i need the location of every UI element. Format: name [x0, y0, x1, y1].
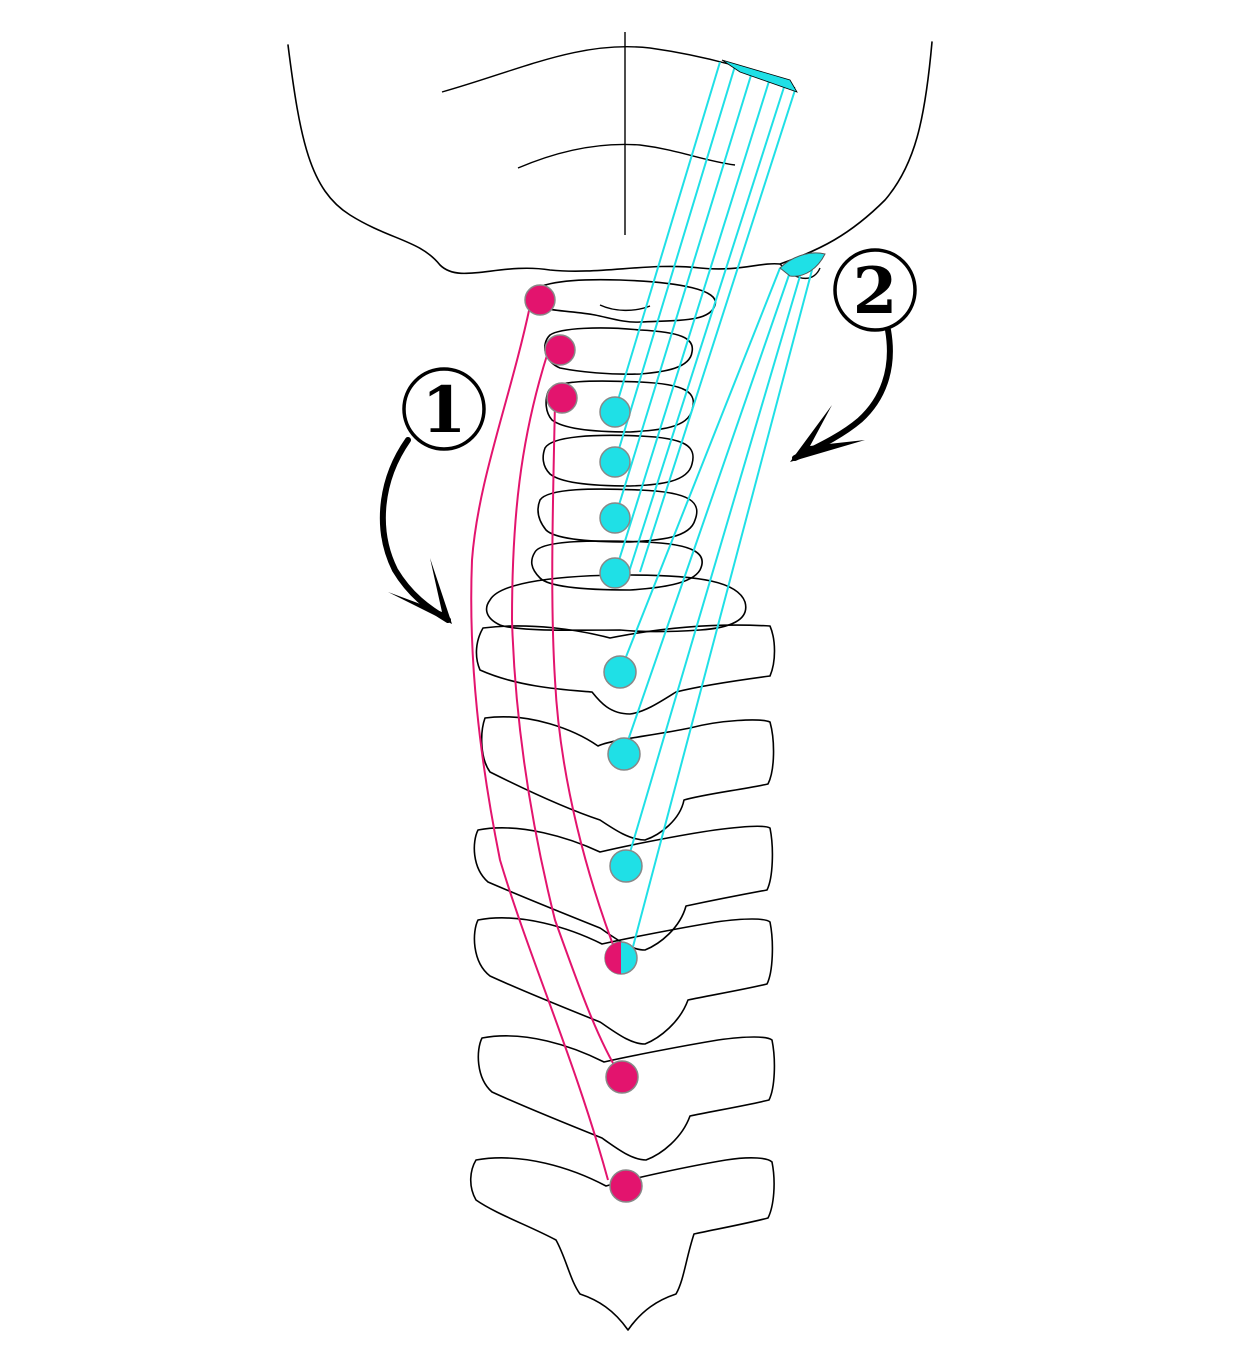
muscle-2-fiber — [625, 275, 801, 867]
muscle-1-fiber — [510, 351, 621, 1076]
muscle-2-attachment — [607, 737, 641, 771]
callout-1: 1 — [379, 367, 486, 624]
vertebra-c3 — [545, 380, 695, 433]
vertebra-c4 — [542, 434, 694, 487]
callout-1-circle — [402, 367, 486, 451]
muscle-1-fiber — [470, 305, 609, 1181]
muscle-2-fibers — [614, 59, 826, 959]
muscle-2-fiber — [614, 65, 736, 463]
arrowhead — [790, 405, 865, 462]
vertebra-c6 — [530, 540, 703, 591]
vertebra-t2 — [480, 716, 775, 841]
skull-outline — [287, 41, 933, 275]
muscle-2-insertions — [599, 396, 643, 883]
muscle-1-attachment — [524, 284, 556, 316]
muscle-2-fiber — [614, 71, 753, 519]
muscle-1-attachment — [544, 334, 576, 366]
muscle-2-fiber — [627, 83, 786, 576]
shared-attachment-muscle-1-half — [605, 942, 621, 974]
muscle-2-attachment — [599, 446, 631, 478]
muscle-2-attachment — [599, 557, 631, 589]
muscle-2-fiber — [614, 61, 721, 411]
muscle-1-attachment — [605, 1060, 639, 1094]
nuchal-line-lower — [517, 143, 736, 169]
muscle-2-fiber — [619, 267, 781, 673]
muscle-2-fiber — [614, 77, 771, 574]
muscle-1-attachment — [609, 1169, 643, 1203]
vertebra-t3 — [473, 825, 774, 951]
arrowhead — [388, 558, 452, 624]
muscle-2-fiber — [623, 271, 791, 753]
thoracic-spine — [469, 624, 776, 1331]
muscle-2-fiber — [639, 89, 796, 573]
vertebra-t4 — [473, 917, 774, 1045]
muscle-2-fiber — [629, 269, 813, 959]
callout-2-circle — [833, 248, 917, 332]
muscle-1-attachments — [524, 284, 643, 1203]
callout-2-label: 2 — [853, 254, 898, 329]
c1-spine-notch — [599, 304, 651, 312]
skull — [287, 32, 933, 280]
vertebra-c5 — [537, 488, 698, 543]
muscle-1-fibers — [470, 305, 621, 1181]
muscle-1-fiber — [551, 401, 619, 959]
callout-2: 2 — [790, 248, 917, 462]
curved-arrow-icon — [379, 437, 451, 623]
vertebra-t5 — [477, 1035, 776, 1161]
muscle-2-attachment — [599, 502, 631, 534]
shared-attachment-t4 — [604, 941, 638, 975]
muscle-1-attachment — [546, 382, 578, 414]
muscle-2-origin-mastoid — [779, 252, 826, 277]
muscle-2-origin-skull — [721, 59, 798, 93]
muscle-2-attachment — [599, 396, 631, 428]
vertebra-t6 — [469, 1157, 775, 1331]
vertebra-c1 — [528, 278, 717, 323]
muscle-2-attachment — [609, 849, 643, 883]
muscle-2-attachment — [603, 655, 637, 689]
callout-1-label: 1 — [422, 373, 467, 448]
